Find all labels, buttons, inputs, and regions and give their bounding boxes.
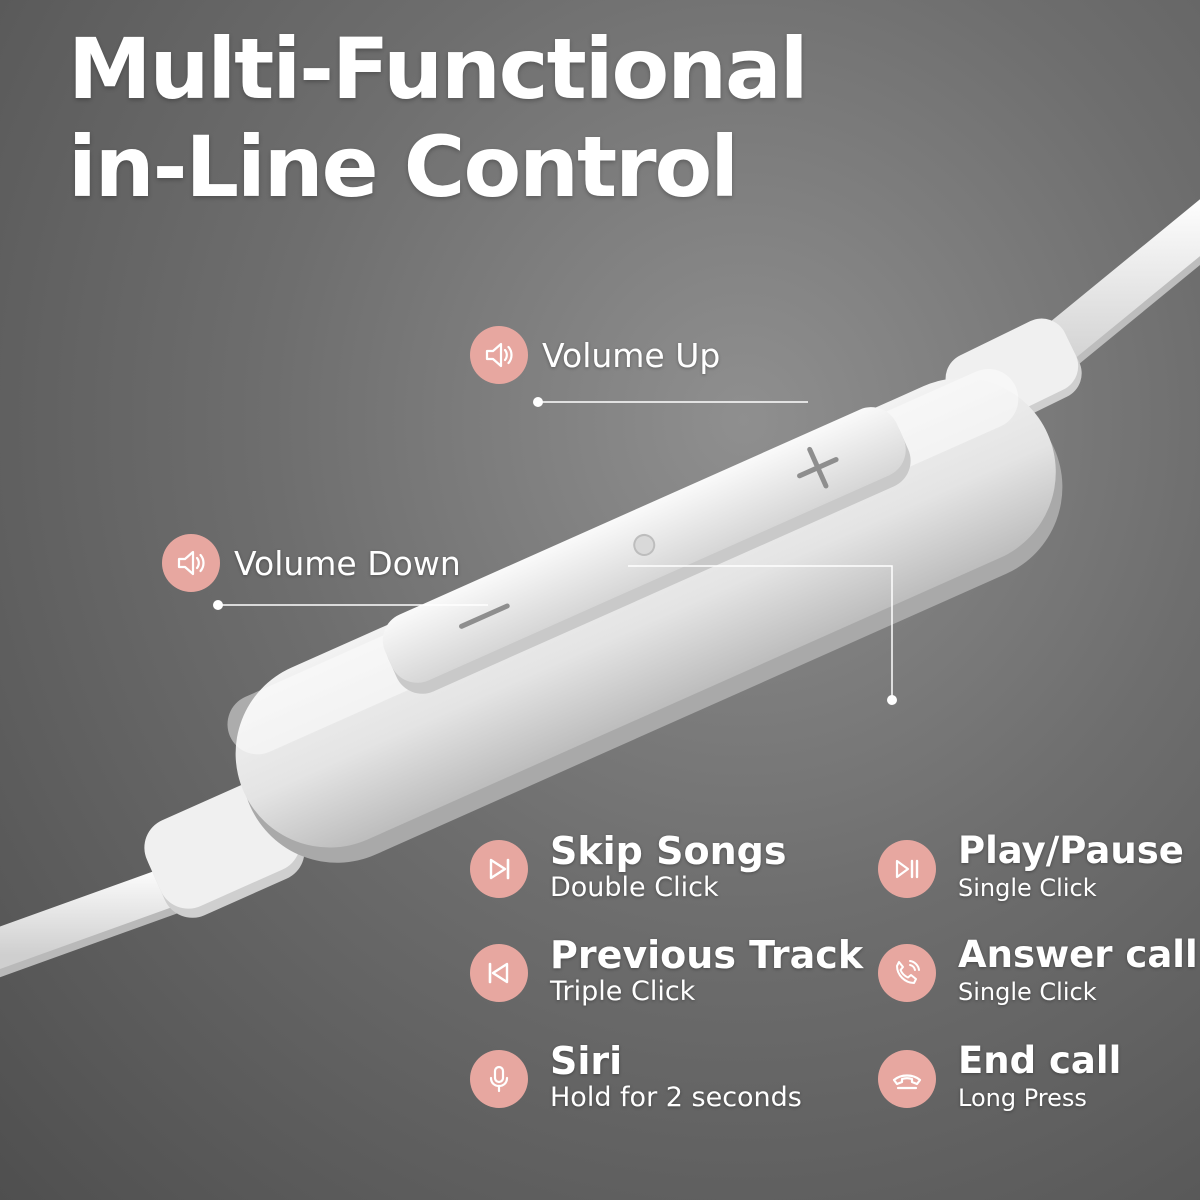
- feature-subtitle: Double Click: [550, 872, 719, 903]
- headline-line-2: in-Line Control: [68, 118, 739, 216]
- feature-title: Previous Track: [550, 933, 864, 977]
- feature-end-call: End call Long Press: [878, 1040, 1121, 1114]
- headline-line-1: Multi-Functional: [68, 20, 809, 118]
- phone-hangup-icon: [878, 1050, 936, 1108]
- feature-title: Play/Pause: [958, 829, 1184, 872]
- feature-title: Answer call: [958, 933, 1198, 976]
- feature-subtitle: Long Press: [958, 1084, 1087, 1112]
- speaker-icon: [162, 534, 220, 592]
- play-pause-icon: [878, 840, 936, 898]
- feature-title: Siri: [550, 1039, 623, 1083]
- feature-subtitle: Hold for 2 seconds: [550, 1082, 802, 1113]
- feature-subtitle: Triple Click: [550, 976, 696, 1007]
- feature-siri: Siri Hold for 2 seconds: [470, 1040, 802, 1114]
- speaker-icon: [470, 326, 528, 384]
- feature-play-pause: Play/Pause Single Click: [878, 830, 1184, 904]
- volume-down-label: Volume Down: [234, 543, 461, 583]
- feature-title: End call: [958, 1039, 1122, 1082]
- leader-dots: [213, 397, 897, 705]
- feature-skip-songs: Skip Songs Double Click: [470, 830, 786, 904]
- callout-volume-up: Volume Up: [470, 326, 720, 384]
- headline: Multi-Functional in-Line Control: [68, 20, 809, 216]
- skip-next-icon: [470, 840, 528, 898]
- feature-subtitle: Single Click: [958, 874, 1097, 902]
- feature-subtitle: Single Click: [958, 978, 1097, 1006]
- microphone-icon: [470, 1050, 528, 1108]
- feature-answer-call: Answer call Single Click: [878, 934, 1198, 1008]
- feature-previous-track: Previous Track Triple Click: [470, 934, 863, 1008]
- button-strip: [382, 407, 911, 694]
- volume-up-label: Volume Up: [542, 335, 721, 375]
- callout-volume-down: Volume Down: [162, 534, 461, 592]
- phone-ringing-icon: [878, 944, 936, 1002]
- leader-lines: [218, 401, 893, 700]
- feature-title: Skip Songs: [550, 829, 787, 873]
- remote-body: [227, 368, 1063, 863]
- skip-previous-icon: [470, 944, 528, 1002]
